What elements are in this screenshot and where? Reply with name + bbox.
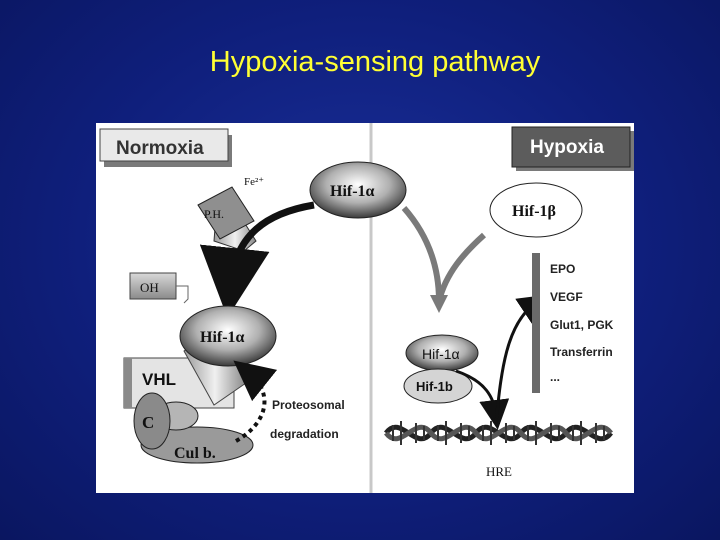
fe-label: Fe²⁺ <box>244 176 264 188</box>
hydroxylation-arrow <box>199 201 315 318</box>
hypoxia-label: Hypoxia <box>530 137 604 158</box>
ph-label: P.H. <box>204 207 224 221</box>
normoxia-label-box: Normoxia <box>99 128 232 167</box>
hif-1a-top-node: Hif-1α <box>309 161 407 219</box>
hif-1a-top-label: Hif-1α <box>330 183 375 200</box>
hre-label: HRE <box>486 464 512 479</box>
transcription-arrow <box>494 294 549 424</box>
c-label: C <box>142 413 154 432</box>
oh-label: OH <box>140 280 159 295</box>
normoxia-label: Normoxia <box>116 138 204 159</box>
pathway-figure: Normoxia Fe²⁺ P.H. Hif-1α OH VHL Hif-1α … <box>96 123 634 493</box>
dna-helix <box>384 421 613 445</box>
ubiquitin-ligase-complex: Cul b. B C <box>133 392 254 464</box>
hif-1b-top-node: Hif-1β <box>489 182 583 238</box>
hif-heterodimer: Hif-1α Hif-1b <box>403 334 479 404</box>
hif-1a-middle-node: Hif-1α <box>179 305 277 367</box>
pathway-diagram: Normoxia Fe²⁺ P.H. Hif-1α OH VHL Hif-1α … <box>99 123 634 493</box>
target-gene-3: Glut1, PGK <box>550 318 614 332</box>
hif-1b-top-label: Hif-1β <box>512 203 556 220</box>
ph-enzyme: P.H. <box>197 186 257 252</box>
target-gene-1: EPO <box>550 262 575 276</box>
target-gene-2: VEGF <box>550 290 583 304</box>
binding-arrow <box>455 369 510 430</box>
oh-box: OH <box>129 272 189 304</box>
hif-1a-lower-label: Hif-1α <box>422 346 460 362</box>
degradation-arrow <box>233 360 278 443</box>
target-gene-4: Transferrin <box>550 345 613 359</box>
slide-title: Hypoxia-sensing pathway <box>209 46 541 78</box>
target-genes-box: EPO VEGF Glut1, PGK Transferrin ... <box>532 253 622 393</box>
target-gene-5: ... <box>550 370 560 384</box>
hif-1a-middle-label: Hif-1α <box>200 329 245 346</box>
degradation-label: degradation <box>270 427 339 441</box>
proteosomal-label: Proteosomal <box>272 398 345 412</box>
hif-1b-lower-label: Hif-1b <box>416 379 453 394</box>
vhl-label: VHL <box>142 370 176 389</box>
hypoxia-label-box: Hypoxia <box>511 126 634 171</box>
cul-label: Cul b. <box>174 445 216 462</box>
